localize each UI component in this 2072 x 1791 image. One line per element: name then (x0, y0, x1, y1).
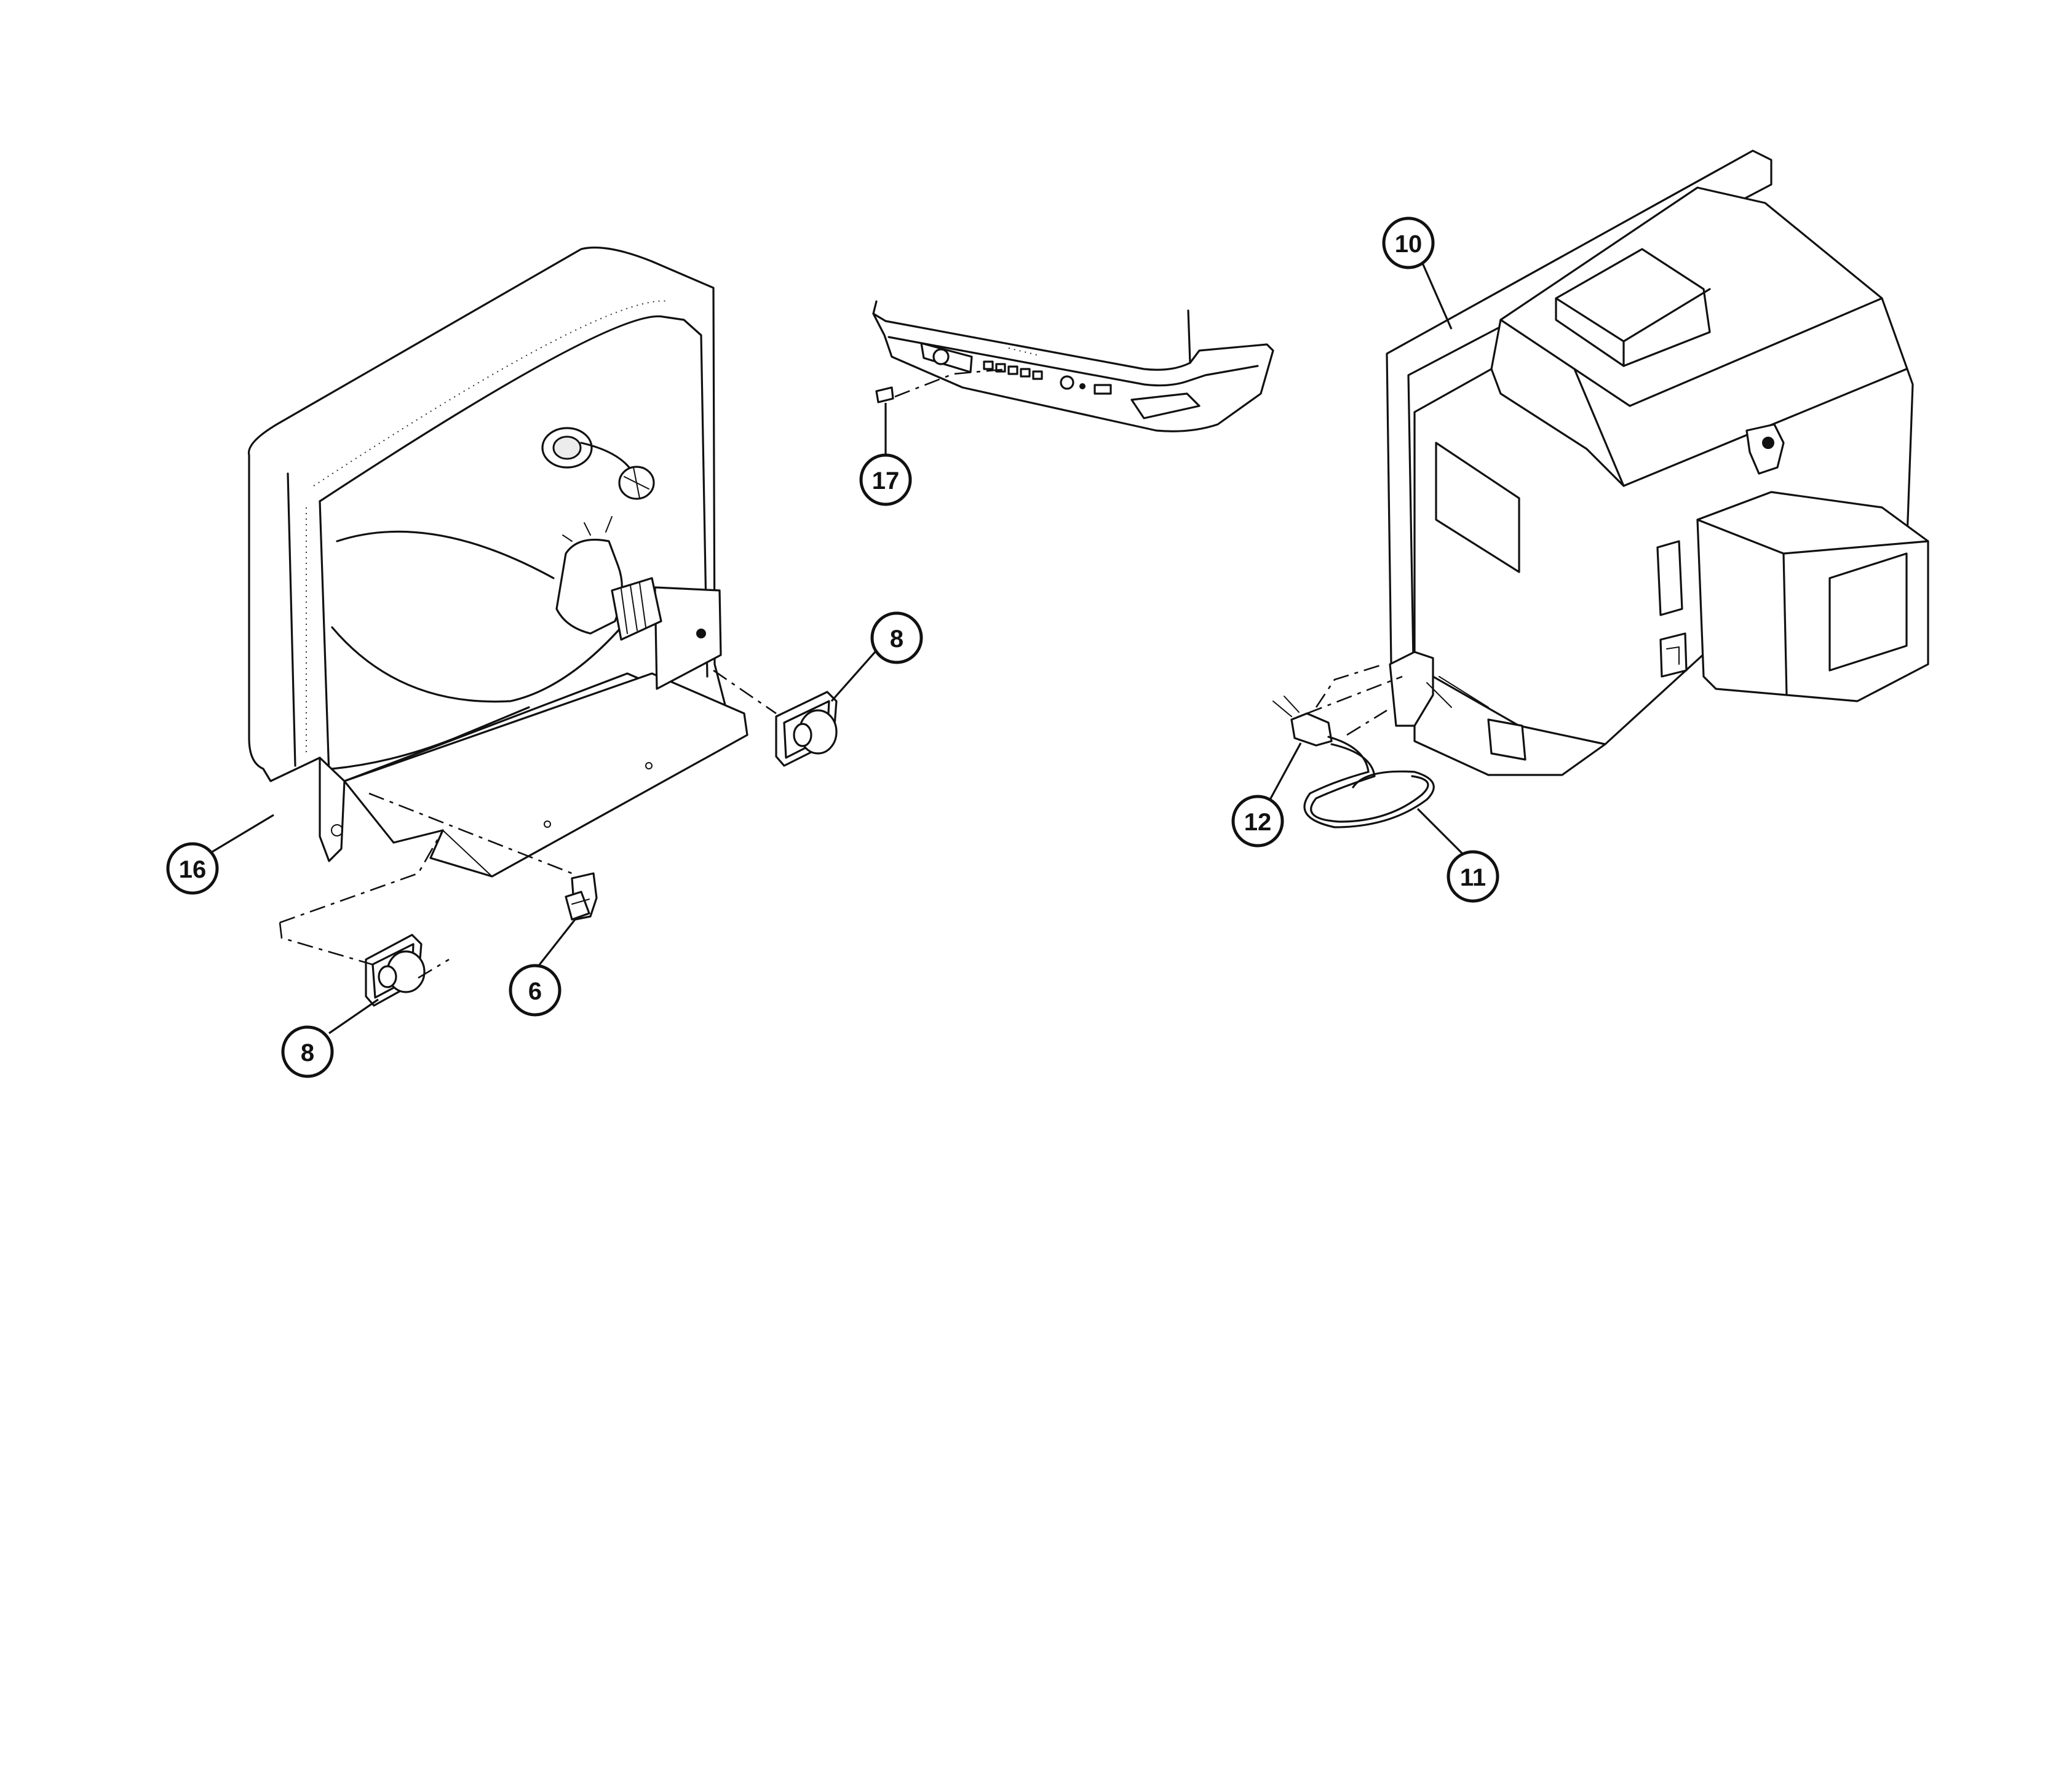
assembly-lines (279, 663, 1403, 979)
callout-17-label: 17 (872, 467, 900, 494)
speaker-left (365, 934, 426, 1007)
callout-10: 10 (1382, 216, 1435, 269)
callout-8-left: 8 (281, 1025, 334, 1078)
speaker-right (775, 691, 838, 767)
callout-6: 6 (509, 964, 562, 1017)
callout-12: 12 (1231, 795, 1284, 848)
callout-8-right-label: 8 (890, 625, 903, 653)
callout-17: 17 (859, 453, 912, 506)
callout-8-right: 8 (870, 611, 923, 664)
button-part-6 (565, 872, 598, 921)
front-bezel (872, 300, 1274, 432)
front-cabinet (247, 246, 748, 878)
callout-11-label: 11 (1460, 864, 1486, 891)
callout-10-label: 10 (1395, 231, 1423, 258)
callout-16: 16 (166, 842, 219, 895)
callout-11: 11 (1447, 850, 1499, 903)
callout-6-label: 6 (528, 978, 542, 1005)
rear-cover (1386, 149, 1929, 776)
callout-8-left-label: 8 (301, 1039, 314, 1066)
callout-16-label: 16 (179, 856, 207, 883)
callout-12-label: 12 (1244, 809, 1272, 836)
